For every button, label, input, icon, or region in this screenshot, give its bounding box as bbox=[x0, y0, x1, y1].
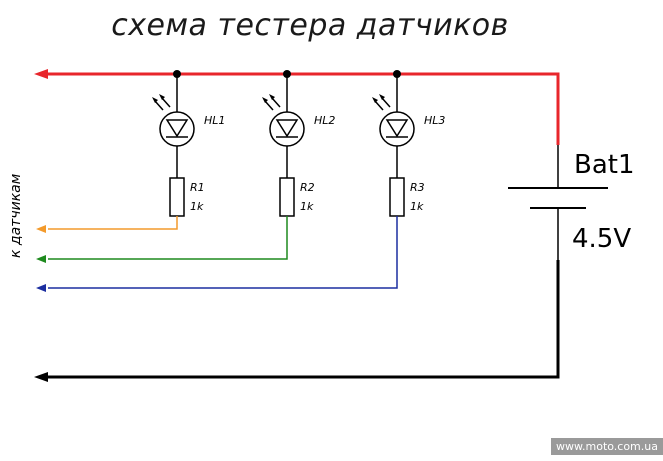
resistor-label: R3 bbox=[410, 181, 425, 194]
positive-rail bbox=[48, 72, 560, 145]
resistor-label: R2 bbox=[300, 181, 315, 194]
sensor-wire-orange bbox=[48, 216, 178, 230]
sensor-wire-green bbox=[48, 216, 288, 260]
sensor-wire-arrow bbox=[36, 284, 46, 292]
sensor-wire-blue bbox=[48, 216, 398, 289]
diagram-title: схема тестера датчиков bbox=[111, 8, 509, 43]
led-label: HL3 bbox=[424, 114, 445, 127]
led-hl3 bbox=[374, 97, 415, 147]
battery-symbol bbox=[508, 145, 608, 260]
light-arrow-icon bbox=[262, 97, 268, 103]
resistor-value: 1k bbox=[410, 200, 424, 213]
channel-1: HL1 R1 1k bbox=[36, 70, 225, 233]
battery-voltage-label: 4.5V bbox=[572, 224, 631, 254]
watermark: www.moto.com.ua bbox=[551, 438, 663, 455]
channel-2: HL2 R2 1k bbox=[36, 70, 335, 263]
resistor-value: 1k bbox=[300, 200, 314, 213]
light-arrow-icon bbox=[159, 94, 165, 100]
negative-rail-arrow bbox=[34, 372, 48, 382]
battery-name-label: Bat1 bbox=[574, 150, 635, 180]
positive-rail-arrow bbox=[34, 69, 48, 79]
resistor-label: R1 bbox=[190, 181, 205, 194]
resistor-r2 bbox=[279, 177, 295, 217]
sensor-wire-arrow bbox=[36, 255, 46, 263]
led-hl2 bbox=[264, 97, 305, 147]
resistor-r3 bbox=[389, 177, 405, 217]
light-arrow-icon bbox=[152, 97, 158, 103]
led-hl1 bbox=[154, 97, 195, 147]
led-label: HL1 bbox=[204, 114, 225, 127]
light-arrow-icon bbox=[379, 94, 385, 100]
sensor-wire-arrow bbox=[36, 225, 46, 233]
sensors-side-label: к датчикам bbox=[8, 173, 24, 258]
resistor-r1 bbox=[169, 177, 185, 217]
resistor-value: 1k bbox=[190, 200, 204, 213]
light-arrow-icon bbox=[372, 97, 378, 103]
channel-3: HL3 R3 1k bbox=[36, 70, 445, 292]
negative-rail bbox=[48, 260, 560, 379]
led-label: HL2 bbox=[314, 114, 335, 127]
light-arrow-icon bbox=[269, 94, 275, 100]
